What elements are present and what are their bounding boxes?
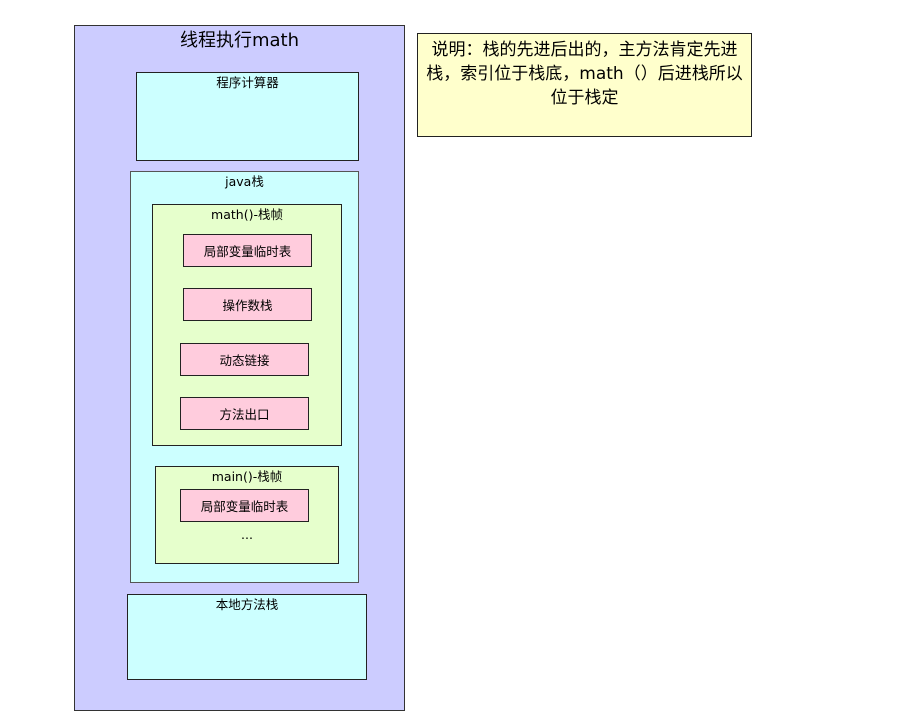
java-stack-label: java栈 bbox=[225, 174, 264, 189]
math-method-exit: 方法出口 bbox=[180, 397, 309, 430]
main-frame-label: main()-栈帧 bbox=[211, 469, 283, 484]
program-counter-box: 程序计算器 bbox=[136, 72, 359, 161]
native-method-stack-label: 本地方法栈 bbox=[215, 597, 279, 612]
thread-title: 线程执行math bbox=[179, 30, 300, 51]
main-frame-ellipsis: ... bbox=[241, 527, 253, 542]
math-frame-label: math()-栈帧 bbox=[211, 207, 283, 222]
math-dynamic-link: 动态链接 bbox=[180, 343, 309, 376]
note-box: 说明：栈的先进后出的，主方法肯定先进栈，索引位于栈底，math（）后进栈所以位于… bbox=[417, 33, 752, 137]
native-method-stack-box: 本地方法栈 bbox=[127, 594, 367, 680]
main-local-variable-table: 局部变量临时表 bbox=[180, 489, 309, 522]
note-text: 说明：栈的先进后出的，主方法肯定先进栈，索引位于栈底，math（）后进栈所以位于… bbox=[426, 40, 743, 108]
program-counter-label: 程序计算器 bbox=[216, 75, 279, 90]
math-local-variable-table: 局部变量临时表 bbox=[183, 234, 312, 267]
math-operand-stack: 操作数栈 bbox=[183, 288, 312, 321]
